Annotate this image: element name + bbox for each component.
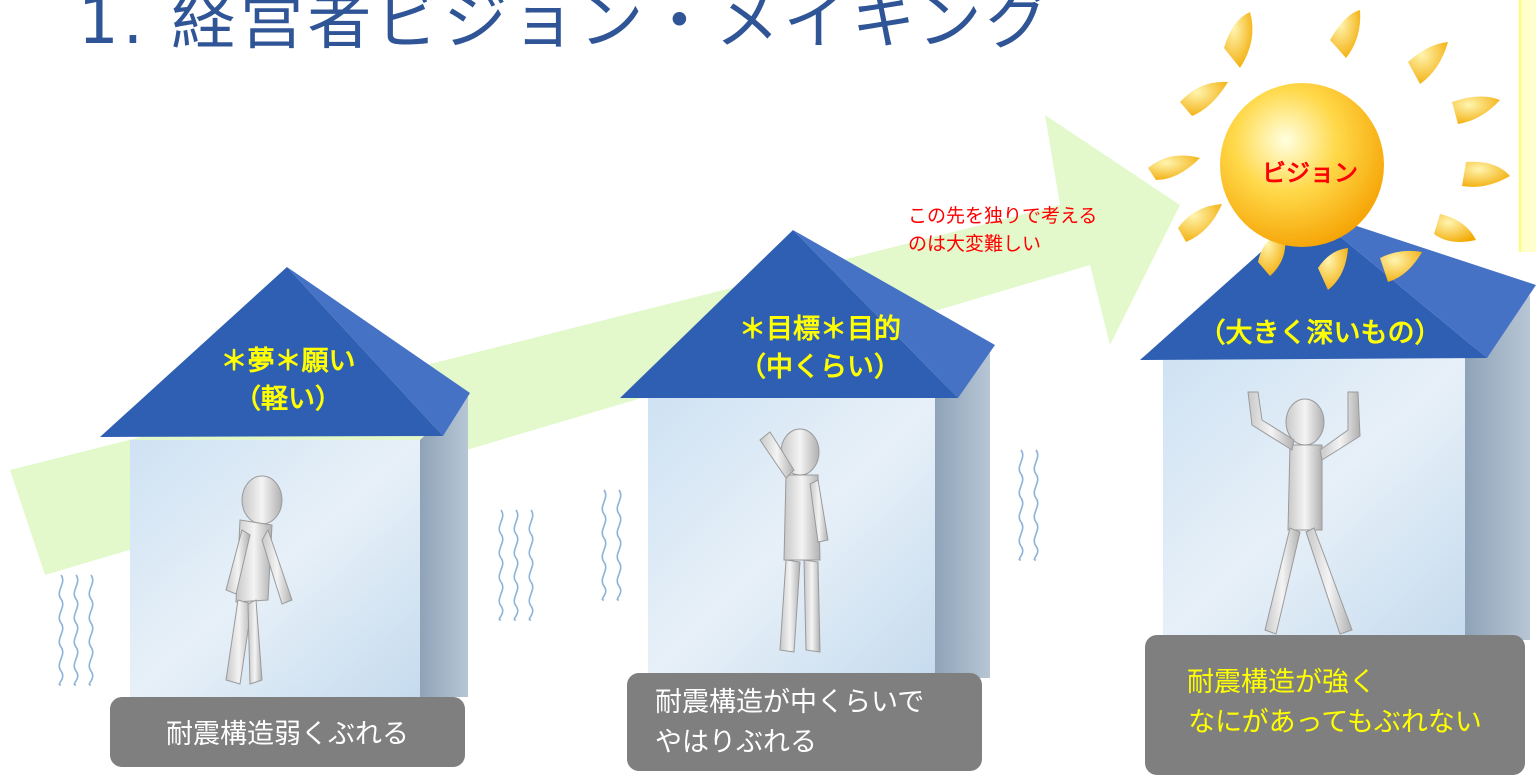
- house-1: [100, 267, 470, 697]
- sun-label: ビジョン: [1262, 159, 1358, 187]
- side-note-box: [1519, 0, 1536, 252]
- caption-line-1: 耐震構造弱くぶれる: [166, 719, 409, 750]
- figure-cheering: [1247, 391, 1361, 635]
- house-2: [620, 230, 995, 678]
- figure-looking: [759, 428, 829, 653]
- roof-label-line-1: ＊夢＊願い: [220, 346, 356, 377]
- slide-title: 1. 経営者ビジョン・メイキング: [78, 0, 1054, 59]
- note-line-1: この先を独りで考える: [908, 205, 1098, 227]
- caption-line-1: 耐震構造が中くらいで: [655, 687, 925, 718]
- roof-label-line-1: ＊目標＊目的: [739, 314, 901, 345]
- house-3: [1140, 210, 1536, 640]
- roof-label-line-2: （中くらい）: [739, 352, 901, 383]
- roof-label-line-2: （軽い）: [234, 384, 342, 415]
- caption-strong: 耐震構造が強く なにがあってもぶれない: [1145, 635, 1525, 775]
- caption-medium: 耐震構造が中くらいで やはりぶれる: [627, 673, 982, 771]
- note-line-2: のは大変難しい: [908, 233, 1042, 255]
- roof-label-vision: （大きく深いもの）: [1170, 315, 1470, 353]
- difficulty-note: この先を独りで考える のは大変難しい: [908, 202, 1097, 258]
- roof-label-goal: ＊目標＊目的 （中くらい）: [700, 311, 940, 387]
- roof-label-line-1: （大きく深いもの）: [1198, 318, 1442, 349]
- caption-weak: 耐震構造弱くぶれる: [110, 697, 465, 767]
- caption-line-2: なにがあってもぶれない: [1188, 707, 1482, 738]
- figure-slumped: [225, 475, 293, 685]
- roof-label-dream: ＊夢＊願い （軽い）: [188, 343, 388, 419]
- sun: [1148, 10, 1510, 290]
- caption-line-1: 耐震構造が強く: [1187, 667, 1376, 698]
- caption-line-2: やはりぶれる: [655, 727, 817, 758]
